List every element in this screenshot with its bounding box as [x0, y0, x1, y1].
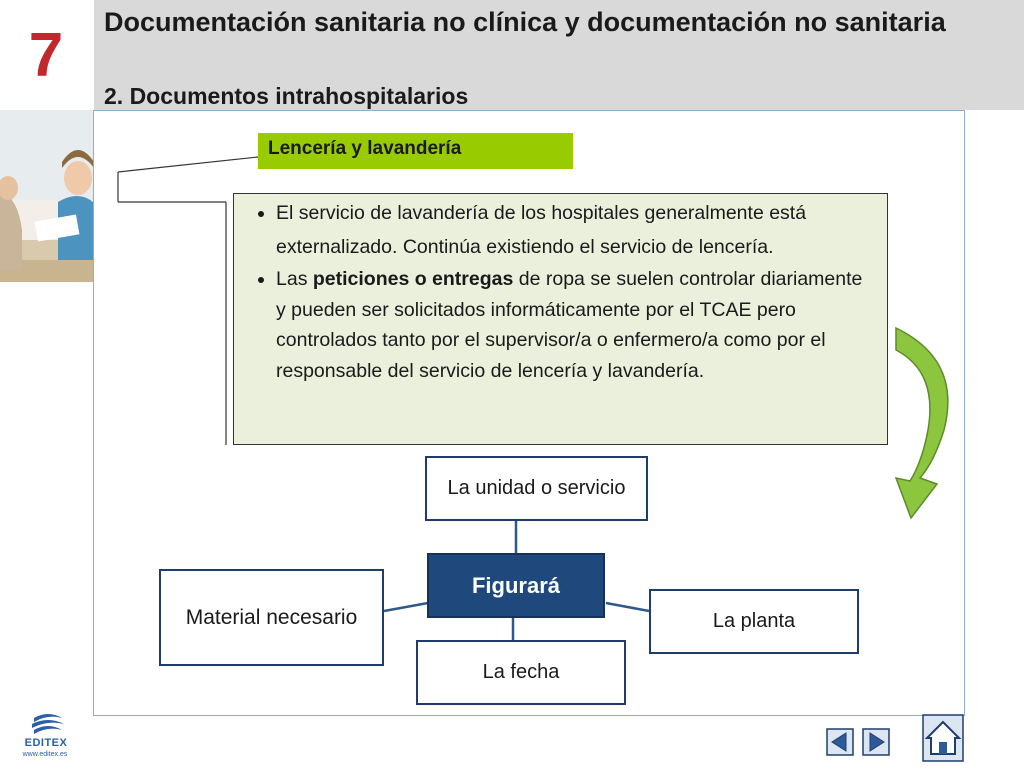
nurse-photo: [0, 110, 93, 282]
bullet-text-after: de ropa se suelen controlar diariamente …: [276, 268, 863, 382]
section-tag: Lencería y lavandería: [258, 133, 573, 169]
chapter-box: 7: [0, 0, 92, 108]
bullet-list: El servicio de lavandería de los hospita…: [234, 194, 887, 386]
editex-logo: [14, 712, 78, 764]
diagram-node-top: La unidad o servicio: [425, 456, 648, 521]
bullet-item: El servicio de lavandería de los hospita…: [276, 196, 875, 264]
bullet-item: Las peticiones o entregas de ropa se sue…: [276, 264, 875, 386]
next-slide-button[interactable]: [862, 728, 890, 756]
curved-arrow-down-icon: [894, 326, 949, 520]
diagram-node-right: La planta: [649, 589, 859, 654]
bullet-text-bold: peticiones o entregas: [312, 268, 514, 290]
diagram-node-bottom: La fecha: [416, 640, 626, 705]
home-button[interactable]: [922, 714, 964, 762]
home-icon: [922, 714, 964, 762]
logo-text: EDITEX: [24, 737, 68, 749]
logo-url: www.editex.es: [22, 751, 68, 758]
diagram-node-center: Figurará: [427, 553, 605, 618]
diagram-node-left: Material necesario: [159, 569, 384, 666]
triangle-right-icon: [862, 728, 890, 756]
page-title: Documentación sanitaria no clínica y doc…: [104, 7, 946, 37]
bullet-text-box: El servicio de lavandería de los hospita…: [233, 193, 888, 445]
prev-slide-button[interactable]: [826, 728, 854, 756]
title-band: [94, 0, 1024, 110]
triangle-left-icon: [826, 728, 854, 756]
chapter-number: 7: [28, 21, 64, 90]
page-subtitle: 2. Documentos intrahospitalarios: [104, 83, 469, 109]
bullet-text-before: Las: [276, 268, 313, 290]
